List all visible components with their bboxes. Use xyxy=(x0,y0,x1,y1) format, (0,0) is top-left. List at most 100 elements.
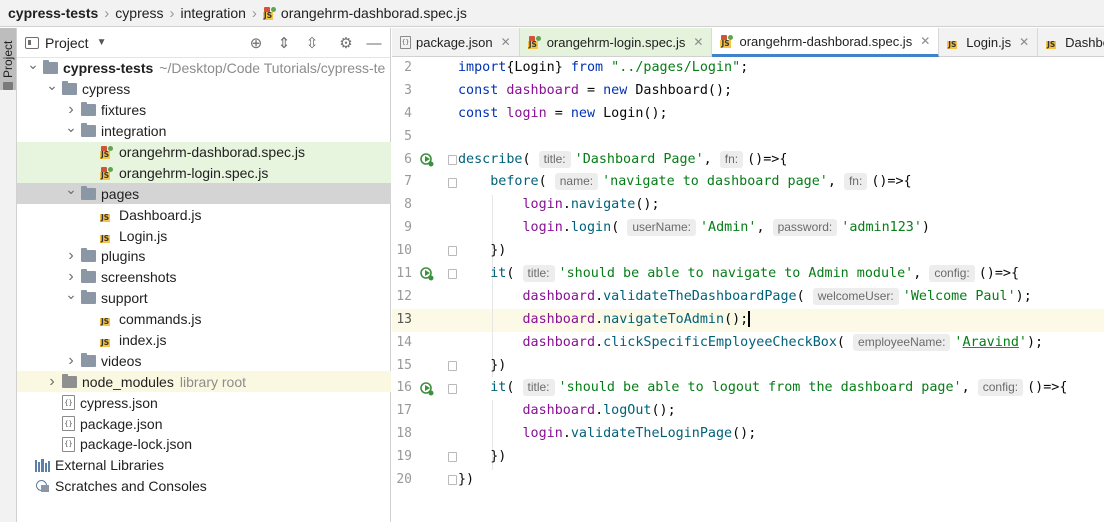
fold-marker-icon[interactable] xyxy=(448,154,457,165)
chevron-down-icon[interactable]: ⌄ xyxy=(27,58,39,72)
breadcrumb-folder-integration[interactable]: integration xyxy=(180,5,246,21)
run-test-icon[interactable] xyxy=(420,152,434,167)
tree-item[interactable]: Scratches and Consoles xyxy=(17,476,391,497)
code-token: import xyxy=(458,60,507,75)
tree-item[interactable]: External Libraries xyxy=(17,455,391,476)
breadcrumb-project[interactable]: cypress-tests xyxy=(8,5,99,21)
code-token: ()=>{ xyxy=(1027,380,1068,396)
line-number: 19 xyxy=(396,449,412,465)
tree-item[interactable]: ⌄ pages xyxy=(17,183,391,205)
tool-window-stripe: Project xyxy=(0,28,17,522)
text-cursor xyxy=(748,310,750,327)
tree-item-label: node_modules xyxy=(82,373,174,390)
tree-item-label: orangehrm-dashborad.spec.js xyxy=(119,144,305,160)
code-line: dashboard.clickSpecificEmployeeCheckBox(… xyxy=(458,332,1104,355)
code-token: "../pages/Login" xyxy=(603,60,741,75)
folder-icon xyxy=(81,185,96,200)
code-line: }) xyxy=(458,240,1104,263)
tree-item[interactable]: ⌄integration xyxy=(17,121,391,142)
tree-item[interactable]: ›plugins xyxy=(17,246,391,267)
tree-item[interactable]: ⌄cypress-tests~/Desktop/Code Tutorials/c… xyxy=(17,58,391,79)
code-token xyxy=(458,380,490,395)
json-file-icon: {} xyxy=(62,416,75,432)
chevron-down-icon[interactable]: ⌄ xyxy=(65,183,77,198)
breadcrumb-file[interactable]: JS orangehrm-dashborad.spec.js xyxy=(262,5,467,21)
breadcrumb-folder-cypress[interactable]: cypress xyxy=(115,5,164,21)
fold-marker-icon[interactable] xyxy=(448,383,457,394)
run-test-icon[interactable] xyxy=(420,381,434,396)
chevron-down-icon[interactable]: ⌄ xyxy=(65,120,77,135)
tree-item[interactable]: {}cypress.json xyxy=(17,392,391,413)
code-token: navigate xyxy=(570,197,636,213)
tree-item-hint: ~/Desktop/Code Tutorials/cypress-te xyxy=(159,60,386,77)
code-token: before xyxy=(490,174,539,190)
folder-icon xyxy=(3,82,13,90)
close-icon[interactable]: ✕ xyxy=(693,35,704,49)
code-line: dashboard.validateTheDashboardPage( welc… xyxy=(458,286,1104,309)
expand-all-icon[interactable]: ⇕ xyxy=(277,35,291,52)
code-token xyxy=(458,403,523,418)
tree-item[interactable]: {}package.json xyxy=(17,413,391,434)
tree-item-label: pages xyxy=(101,185,140,202)
code-token: dashboard xyxy=(522,334,596,350)
close-icon[interactable]: ✕ xyxy=(1019,35,1030,49)
chevron-down-icon[interactable]: ▼ xyxy=(96,37,107,48)
project-panel-title[interactable]: Project xyxy=(45,34,89,51)
fold-marker-icon[interactable] xyxy=(448,246,457,257)
locate-icon[interactable]: ⊕ xyxy=(249,35,263,52)
tree-item[interactable]: ›videos xyxy=(17,350,391,371)
chevron-right-icon[interactable]: › xyxy=(49,372,55,390)
editor-tab[interactable]: {}package.json✕ xyxy=(392,28,520,56)
code-token: , xyxy=(961,380,978,396)
code-line: it( title:'should be able to navigate to… xyxy=(458,263,1104,286)
chevron-right-icon[interactable]: › xyxy=(68,268,74,286)
tree-item[interactable]: {}package-lock.json xyxy=(17,434,391,455)
fold-marker-icon[interactable] xyxy=(448,269,457,280)
tree-item[interactable]: ⌄support xyxy=(17,288,391,309)
line-number: 12 xyxy=(396,288,412,304)
line-number: 13 xyxy=(396,311,412,327)
json-file-icon: {} xyxy=(62,395,75,411)
chevron-down-icon[interactable]: ⌄ xyxy=(46,78,58,93)
code-content[interactable]: import{Login} from "../pages/Login";cons… xyxy=(458,57,1104,492)
fold-marker-icon[interactable] xyxy=(448,452,457,463)
fold-marker-icon[interactable] xyxy=(448,360,457,371)
collapse-all-icon[interactable]: ⇳ xyxy=(305,35,319,52)
tree-item[interactable]: ⌄cypress xyxy=(17,79,391,100)
close-icon[interactable]: ✕ xyxy=(920,34,931,48)
js-file-icon: JS xyxy=(947,40,958,49)
code-token: ()=>{ xyxy=(871,174,912,190)
line-number: 2 xyxy=(404,60,412,75)
close-icon[interactable]: ✕ xyxy=(500,35,511,49)
chevron-right-icon[interactable]: › xyxy=(68,101,74,119)
gear-icon[interactable]: ⚙ xyxy=(339,35,353,52)
minimize-icon[interactable]: — xyxy=(366,34,382,52)
parameter-hint: welcomeUser: xyxy=(812,287,899,305)
fold-marker-icon[interactable] xyxy=(448,177,457,188)
code-token: ; xyxy=(740,60,749,75)
chevron-right-icon[interactable]: › xyxy=(68,247,74,265)
chevron-right-icon[interactable]: › xyxy=(68,351,74,369)
tree-item-label: index.js xyxy=(119,332,167,349)
tree-item[interactable]: ›screenshots xyxy=(17,267,391,288)
js-file-icon: JS xyxy=(1046,40,1057,49)
chevron-down-icon[interactable]: ⌄ xyxy=(65,287,77,302)
project-tool-window-tab[interactable]: Project xyxy=(0,28,16,90)
folder-icon xyxy=(81,102,96,117)
parameter-hint: config: xyxy=(977,379,1024,397)
run-test-icon[interactable] xyxy=(420,267,434,281)
fold-marker-icon[interactable] xyxy=(448,475,457,486)
tree-item[interactable]: ›fixtures xyxy=(17,100,391,121)
